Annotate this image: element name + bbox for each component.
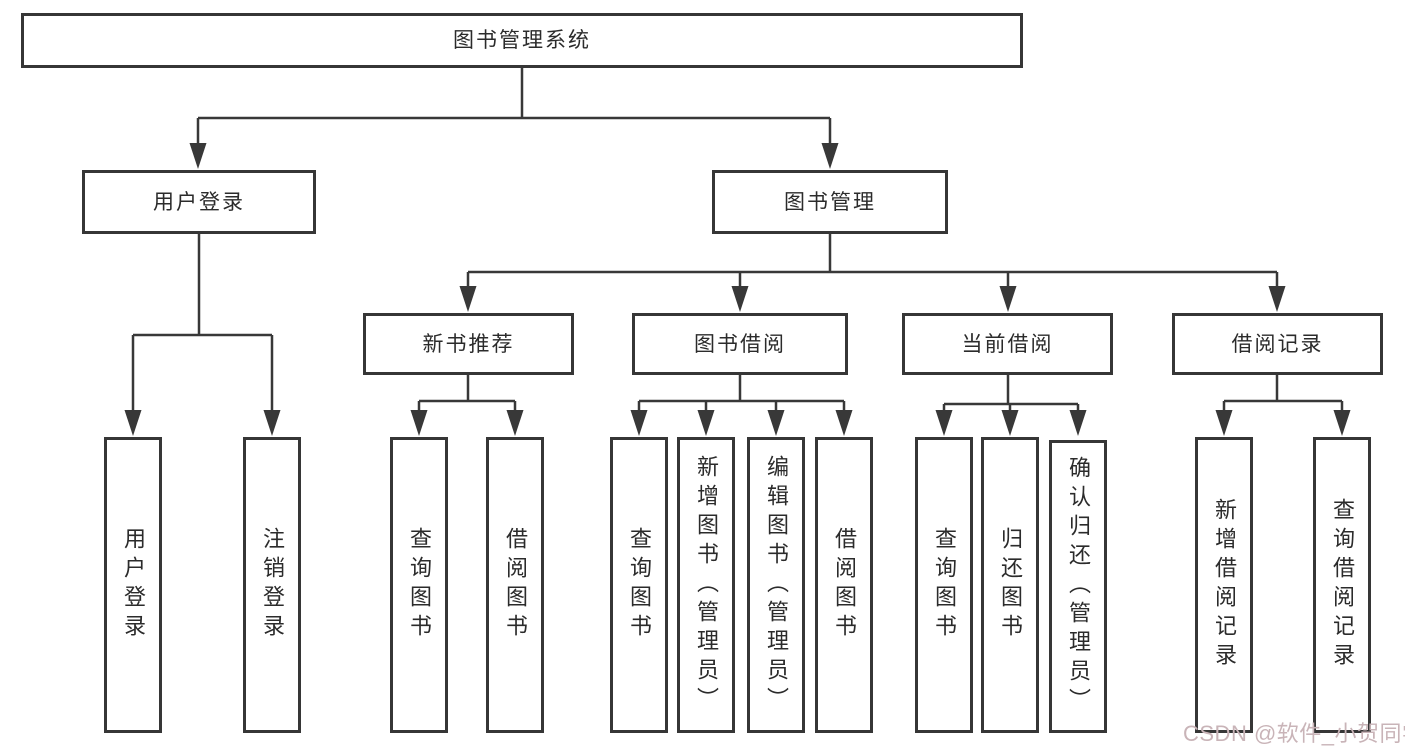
leaf-add-borrow-record: 新增借阅记录 xyxy=(1195,437,1253,733)
leaf-return-books: 归还图书 xyxy=(981,437,1039,733)
leaf-user-login: 用户登录 xyxy=(104,437,162,733)
node-user-login: 用户登录 xyxy=(82,170,316,234)
node-book-management: 图书管理 xyxy=(712,170,948,234)
leaf-query-borrow-record: 查询借阅记录 xyxy=(1313,437,1371,733)
node-current-borrow: 当前借阅 xyxy=(902,313,1113,375)
leaf-borrow-books-recommend: 借阅图书 xyxy=(486,437,544,733)
leaf-confirm-return-admin: 确认归还（管理员） xyxy=(1049,440,1107,733)
node-borrow-records: 借阅记录 xyxy=(1172,313,1383,375)
node-book-borrow: 图书借阅 xyxy=(632,313,848,375)
leaf-borrow-books: 借阅图书 xyxy=(815,437,873,733)
node-root: 图书管理系统 xyxy=(21,13,1023,68)
node-new-book-recommend: 新书推荐 xyxy=(363,313,574,375)
leaf-query-books-recommend: 查询图书 xyxy=(390,437,448,733)
leaf-query-books-borrow: 查询图书 xyxy=(610,437,668,733)
leaf-add-book-admin: 新增图书（管理员） xyxy=(677,437,735,733)
leaf-query-books-current: 查询图书 xyxy=(915,437,973,733)
leaf-logout: 注销登录 xyxy=(243,437,301,733)
csdn-watermark: CSDN @软件_小贺同学 xyxy=(1183,721,1405,746)
leaf-edit-book-admin: 编辑图书（管理员） xyxy=(747,437,805,733)
